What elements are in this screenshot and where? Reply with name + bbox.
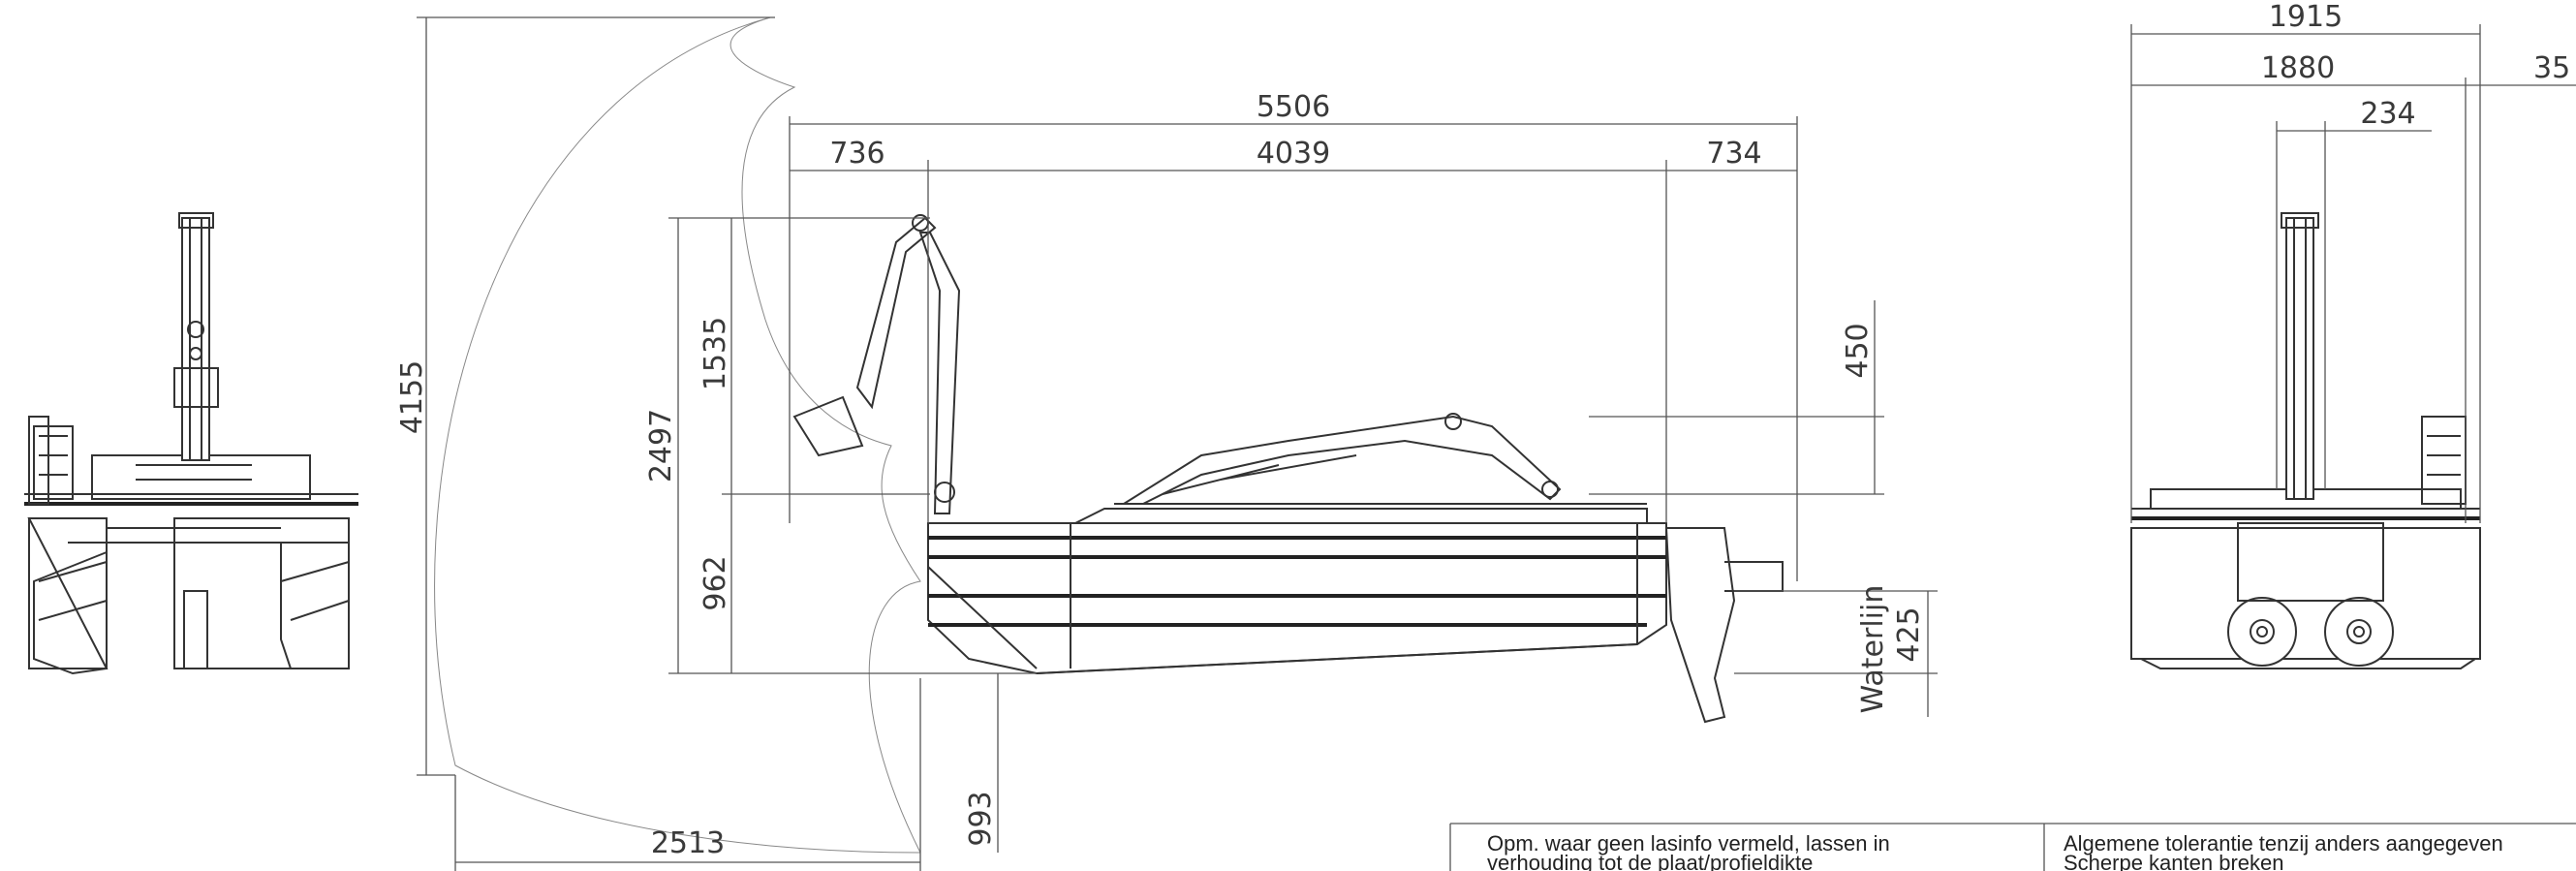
dim-draft: 425 [1892, 607, 1926, 662]
dim-clearance: 450 [1841, 323, 1875, 378]
front-view [24, 212, 358, 675]
dim-reach-height: 4155 [395, 360, 429, 434]
dim-reach-depth: 993 [964, 791, 998, 846]
dim-reach-horizontal: 2513 [651, 826, 725, 860]
reach-envelope-outer [434, 16, 921, 854]
front-view-mast [181, 217, 210, 461]
dim-overall-width: 1915 [2269, 0, 2343, 34]
note-welding-line2: verhouding tot de plaat/profieldikte [1487, 851, 1813, 871]
notes-table [1449, 823, 2576, 871]
dim-arm-height-total: 2497 [644, 409, 678, 482]
side-view [434, 16, 1784, 854]
front-view-right-pontoon [280, 542, 350, 669]
front-boom [918, 232, 961, 514]
dim-hull-width: 1880 [2261, 51, 2335, 85]
rear-view [2130, 212, 2481, 669]
front-view-keel [183, 590, 208, 669]
dim-side-offset: 35 [2533, 51, 2570, 85]
note-tolerance-line1: Algemene tolerantie tenzij anders aangeg… [2064, 831, 2503, 855]
rear-view-right-wheel [2324, 597, 2394, 667]
rear-folded-arm [1120, 415, 1562, 505]
dim-arm-upper: 1535 [698, 317, 732, 390]
boat-hull [927, 522, 1667, 675]
outboard-motor [1664, 527, 1736, 724]
dim-waterline-label: Waterlijn [1856, 585, 1890, 714]
dim-rear-overhang: 734 [1706, 137, 1761, 171]
dim-total-length: 5506 [1257, 90, 1330, 124]
note-tolerance-line2: Scherpe kanten breken [2064, 851, 2284, 871]
front-bucket [792, 395, 864, 457]
dim-hull-length: 4039 [1257, 137, 1330, 171]
dim-arm-lower: 962 [698, 555, 732, 610]
dim-mast-width: 234 [2360, 97, 2415, 131]
reach-envelope-inner [729, 16, 921, 854]
front-dipper-arm [855, 216, 937, 410]
dim-front-overhang: 736 [829, 137, 885, 171]
dimension-lines [417, 16, 2576, 871]
rear-view-mast [2285, 217, 2314, 500]
rear-view-left-wheel [2227, 597, 2297, 667]
note-welding-line1: Opm. waar geen lasinfo vermeld, lassen i… [1487, 831, 1890, 855]
